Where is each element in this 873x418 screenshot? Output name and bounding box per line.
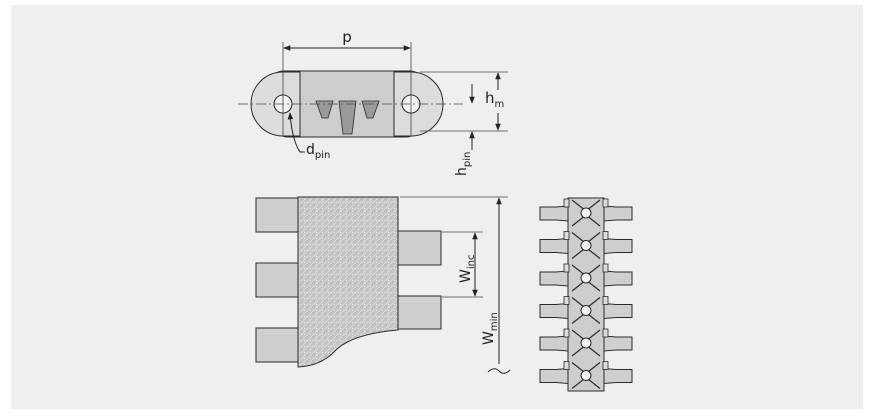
belt-nub-right	[602, 263, 609, 273]
textured-belt-surface	[297, 196, 399, 368]
belt-pin	[580, 207, 592, 219]
left-tooth-1	[255, 197, 303, 233]
belt-nub-right	[602, 328, 609, 338]
belt-pin	[580, 370, 592, 381]
belt-spine	[567, 197, 605, 392]
wavy-line-icon	[487, 368, 511, 374]
belt-nub-left	[563, 231, 570, 240]
left-tooth-3	[255, 327, 303, 363]
belt-left-bar	[539, 367, 569, 385]
belt-nub-left	[563, 263, 570, 273]
belt-right-bar	[603, 237, 633, 255]
pin-diameter-leader	[287, 112, 305, 153]
belt-pin	[580, 272, 592, 284]
belt-right-bar	[603, 270, 633, 287]
belt-nub-right	[602, 231, 609, 240]
center-slots	[315, 100, 380, 135]
belt-left-bar	[539, 270, 569, 287]
belt-nub-left	[563, 198, 570, 208]
belt-left-bar	[539, 335, 569, 352]
belt-left-bar	[539, 302, 569, 320]
right-tooth-2	[394, 295, 442, 330]
top-view: Winc Wmin	[255, 196, 511, 374]
belt-right-bar	[603, 335, 633, 352]
side-view: p hm hpin dpin	[238, 28, 508, 176]
belt-left-bar	[539, 237, 569, 255]
left-tooth-2	[255, 262, 303, 298]
belt-right-bar	[603, 367, 633, 385]
width-increment-label: Winc	[458, 255, 477, 283]
belt-right-bar	[603, 302, 633, 320]
belt-left-bar	[539, 205, 569, 222]
width-min-label: Wmin	[481, 312, 500, 345]
belt-nub-left	[563, 328, 570, 338]
belt-right-bar	[603, 205, 633, 222]
belt-nub-right	[602, 361, 609, 370]
pitch-label: p	[342, 28, 352, 46]
assembled-belt-view	[539, 197, 633, 392]
belt-pin	[580, 337, 592, 349]
belt-nub-left	[563, 296, 570, 305]
belt-nub-left	[563, 361, 570, 370]
belt-nub-right	[602, 296, 609, 305]
belt-pin	[580, 305, 592, 316]
right-tooth-1	[394, 230, 442, 266]
pin-height-label: hpin	[454, 152, 473, 176]
belt-pin	[580, 240, 592, 251]
belt-nub-right	[602, 198, 609, 208]
module-height-label: hm	[485, 89, 504, 110]
pin-diameter-label: dpin	[306, 142, 330, 161]
